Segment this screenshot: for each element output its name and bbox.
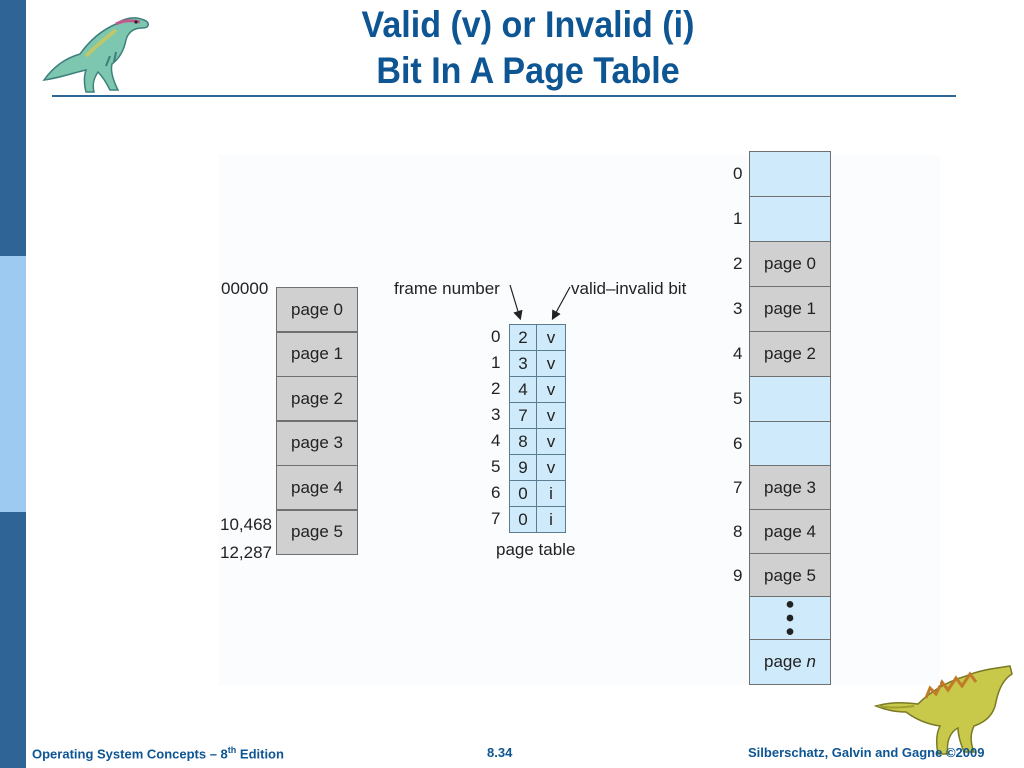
physical-frame-3: page 1 (749, 286, 831, 332)
footer-slide-number: 8.34 (487, 745, 513, 760)
page-table-bit-6: i (536, 480, 566, 507)
page-table-frame-4: 8 (509, 428, 537, 455)
page-table-bit-3: v (536, 402, 566, 429)
logical-page-0: page 0 (276, 287, 358, 332)
page-table-index-5: 5 (491, 457, 501, 476)
frame-number-arrow (509, 285, 523, 321)
logical-page-4: page 4 (276, 465, 358, 510)
logical-address-10468: 10,468 (220, 515, 272, 534)
sidebar-stripe-top (0, 0, 26, 256)
physical-frame-index-3: 3 (733, 299, 743, 318)
frame-number-label: frame number (394, 279, 500, 298)
page-table-index-0: 0 (491, 327, 501, 346)
dinosaur-logo-top-icon (42, 17, 149, 93)
dinosaur-logo-bottom-icon (873, 665, 1013, 755)
physical-frame-1 (749, 196, 831, 242)
page-table-index-7: 7 (491, 509, 501, 528)
physical-frame-2: page 0 (749, 241, 831, 287)
page-table-bit-7: i (536, 506, 566, 533)
logical-page-5: page 5 (276, 509, 358, 555)
physical-frame-n-prefix: page (763, 652, 807, 671)
page-table-bit-4: v (536, 428, 566, 455)
physical-frame-0 (749, 151, 831, 197)
slide-title: Valid (v) or Invalid (i) Bit In A Page T… (42, 2, 1014, 94)
page-table-bit-5: v (536, 454, 566, 481)
page-table-frame-5: 9 (509, 454, 537, 481)
page-table-index-2: 2 (491, 379, 501, 398)
valid-invalid-bit-label: valid–invalid bit (571, 279, 687, 298)
physical-frame-index-4: 4 (733, 344, 743, 363)
physical-frame-index-9: 9 (733, 566, 743, 585)
physical-frame-9: page 5 (749, 553, 831, 598)
physical-frame-index-6: 6 (733, 434, 743, 453)
page-table-frame-6: 0 (509, 480, 537, 507)
page-table-bit-0: v (536, 324, 566, 351)
physical-frame-7: page 3 (749, 465, 831, 510)
physical-frame-index-7: 7 (733, 478, 743, 497)
physical-frame-index-0: 0 (733, 164, 743, 183)
sidebar-stripe-middle (0, 256, 26, 512)
title-underline (52, 95, 956, 97)
footer-copyright: Silberschatz, Galvin and Gagne ©2009 (748, 745, 985, 760)
page-table-frame-0: 2 (509, 324, 537, 351)
page-table-label: page table (496, 540, 576, 559)
physical-frame-5 (749, 376, 831, 422)
physical-frame-ellipsis (749, 596, 831, 640)
page-table-bit-1: v (536, 350, 566, 377)
page-table-frame-1: 3 (509, 350, 537, 377)
page-table-index-1: 1 (491, 353, 501, 372)
page-table-index-6: 6 (491, 483, 501, 502)
footer-book-sup: th (227, 745, 237, 755)
page-table-frame-2: 4 (509, 376, 537, 403)
physical-frame-index-5: 5 (733, 389, 743, 408)
physical-frame-6 (749, 421, 831, 466)
physical-frame-index-1: 1 (733, 209, 743, 228)
physical-frame-index-8: 8 (733, 522, 743, 541)
logical-address-12287: 12,287 (220, 543, 272, 562)
physical-frame-n: page n (749, 639, 831, 685)
label-arrows (509, 285, 571, 321)
slide-title-line-1: Valid (v) or Invalid (i) (361, 4, 695, 45)
footer-book-title: Operating System Concepts – 8th Edition (32, 745, 284, 761)
page-table-frame-3: 7 (509, 402, 537, 429)
physical-frame-n-var: n (806, 652, 816, 671)
logical-page-2: page 2 (276, 376, 358, 421)
valid-bit-arrow (551, 286, 571, 321)
slide-title-line-2: Bit In A Page Table (376, 50, 680, 91)
footer-book-prefix: Operating System Concepts – 8 (32, 746, 228, 762)
page-table-index-3: 3 (491, 405, 501, 424)
logical-page-1: page 1 (276, 331, 358, 377)
page-table-bit-2: v (536, 376, 566, 403)
physical-frame-8: page 4 (749, 509, 831, 554)
logical-address-start: 00000 (221, 279, 269, 298)
sidebar-stripe-bottom (0, 512, 26, 768)
physical-frame-index-2: 2 (733, 254, 743, 273)
page-table-index-4: 4 (491, 431, 501, 450)
page-table-frame-7: 0 (509, 506, 537, 533)
ellipsis-icon (786, 600, 794, 636)
logical-page-3: page 3 (276, 420, 358, 466)
footer-book-suffix: Edition (236, 746, 284, 762)
physical-frame-4: page 2 (749, 331, 831, 377)
